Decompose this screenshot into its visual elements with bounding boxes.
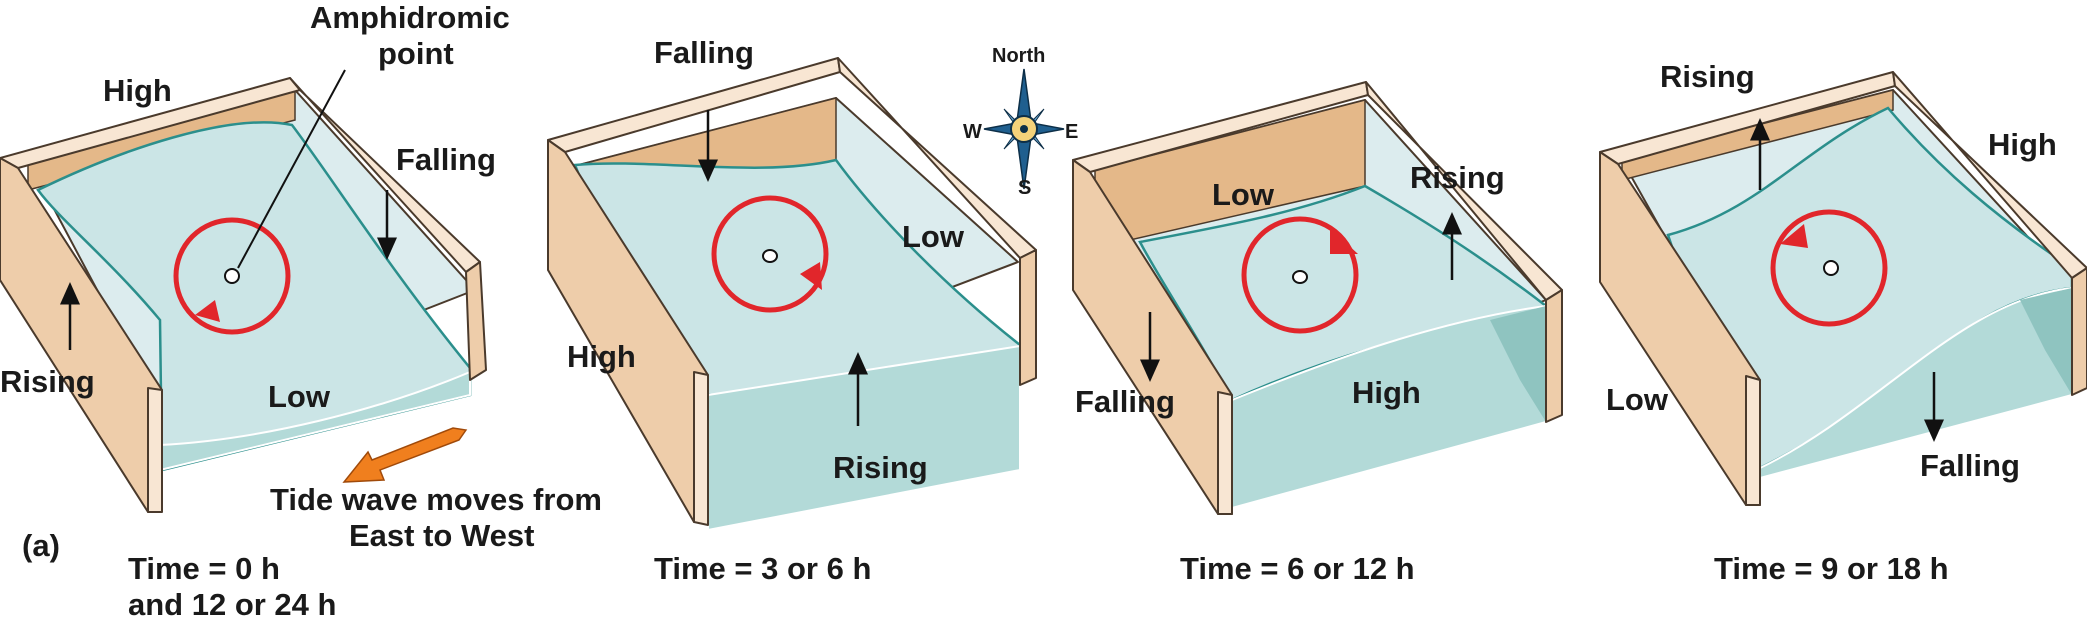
panel-1-label-bottom: Low — [268, 379, 331, 414]
water-surface — [36, 121, 472, 472]
rotation-circle — [1770, 209, 1888, 327]
right-wall — [2071, 267, 2087, 396]
compass-north-label: North — [992, 45, 1045, 67]
compass-rose-icon — [983, 68, 1065, 190]
panel-4-label-right: High — [1988, 127, 2057, 162]
compass-west-label: W — [963, 121, 982, 143]
panel-1-time-line2: and 12 or 24 h — [128, 587, 336, 618]
water-right-face — [2020, 288, 2072, 395]
right-wall — [465, 261, 487, 381]
panel-2-label-left: High — [567, 339, 636, 374]
amphidromic-label-line2: point — [378, 36, 454, 71]
amphidromic-pointer-line — [237, 69, 346, 269]
amphidromic-point-icon — [1823, 260, 1839, 276]
panel-3-label-bottom: High — [1352, 375, 1421, 410]
front-wall-top — [147, 387, 163, 513]
panel-4-time-line1: Time = 9 or 18 h — [1714, 551, 1949, 586]
back-wall-top — [1892, 71, 2087, 279]
rotation-circle — [1241, 216, 1359, 334]
front-wall-top — [693, 371, 709, 526]
tide-direction-arrow-icon — [342, 427, 468, 483]
right-wall — [1019, 249, 1037, 386]
tide-label-line1: Tide wave moves from — [270, 482, 602, 517]
front-wall-top — [1217, 391, 1233, 515]
tank-panel-3: Low Rising Falling High Time = 6 or 12 h — [1072, 81, 1563, 586]
right-wall — [1545, 289, 1563, 423]
rotation-circle — [173, 217, 291, 335]
panel-2-label-bottom: Rising — [833, 450, 928, 485]
tank-panel-4: Rising High Low Falling Time = 9 or 18 h — [1599, 59, 2087, 586]
panel-4-label-left: Low — [1606, 382, 1669, 417]
water-right-face — [1490, 306, 1546, 422]
water-front-face — [159, 370, 471, 472]
panel-4-label-top: Rising — [1660, 59, 1755, 94]
amphidromic-point-icon — [224, 268, 240, 284]
panel-2-time-line1: Time = 3 or 6 h — [654, 551, 871, 586]
panel-1-label-left: Rising — [0, 364, 95, 399]
rotation-arrowhead-icon — [800, 262, 822, 290]
rotation-arrowhead-icon — [1780, 224, 1808, 248]
panel-label: (a) — [22, 528, 60, 563]
tank-panel-2: Falling Low High Rising Time = 3 or 6 h — [547, 35, 1037, 586]
panel-3-time-line1: Time = 6 or 12 h — [1180, 551, 1415, 586]
amphidromic-point-icon — [1292, 270, 1308, 284]
tide-label-line2: East to West — [349, 518, 534, 553]
panel-2-label-right: Low — [902, 219, 965, 254]
water-front-face — [1759, 286, 2073, 480]
panel-1-label-right: Falling — [396, 142, 496, 177]
panel-1-time-line1: Time = 0 h — [128, 551, 280, 586]
panel-4-label-bottom: Falling — [1920, 448, 2020, 483]
front-wall-top — [1745, 375, 1761, 506]
panel-1-label-top: High — [103, 73, 172, 108]
panel-3-label-top: Low — [1212, 177, 1275, 212]
amphidromic-point-icon — [762, 249, 778, 263]
rotation-arrowhead-icon — [195, 300, 220, 322]
panel-3-label-left: Falling — [1075, 384, 1175, 419]
compass-east-label: E — [1065, 121, 1078, 143]
tank-panel-1: High Falling Rising Low Time = 0 h and 1… — [0, 69, 496, 618]
compass-south-label: S — [1018, 177, 1031, 199]
rotation-arrowhead-icon — [1330, 228, 1358, 254]
panel-2-label-top: Falling — [654, 35, 754, 70]
panel-3-label-right: Rising — [1410, 160, 1505, 195]
amphidromic-label-line1: Amphidromic — [310, 0, 510, 35]
rotation-circle — [711, 195, 829, 313]
